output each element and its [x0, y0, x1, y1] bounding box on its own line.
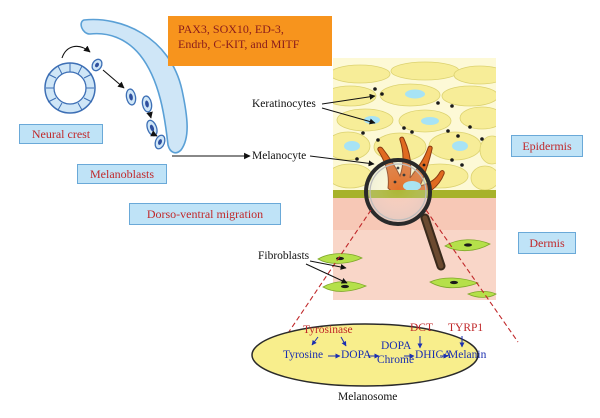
enzyme-tyrosinase: Tyrosinase: [303, 324, 353, 336]
enzyme-tyrp1: TYRP1: [448, 322, 484, 334]
dorso-ventral-label: Dorso-ventral migration: [129, 203, 281, 225]
factors-line-1: PAX3, SOX10, ED-3,: [178, 22, 284, 36]
melanosome-label: Melanosome: [338, 391, 398, 403]
epidermis-label: Epidermis: [511, 135, 583, 157]
keratinocytes-label: Keratinocytes: [252, 98, 316, 110]
factors-line-2: Endrb, C-KIT, and MITF: [178, 37, 300, 51]
epidermis-layer: [333, 58, 496, 190]
label-arrows: [305, 93, 376, 284]
fibroblasts-label: Fibroblasts: [258, 250, 310, 262]
melanin-label: Melanin: [448, 349, 487, 361]
dopa-label: DOPA: [341, 349, 372, 361]
dopachrome-label-bottom: Chrome: [377, 354, 415, 366]
dermis-label: Dermis: [518, 232, 576, 254]
zoom-lines: [279, 209, 519, 346]
magnifier-icon: [364, 158, 446, 271]
melanocyte-label: Melanocyte: [252, 150, 307, 162]
migration-arrows: [61, 45, 251, 160]
melanoblasts-label: Melanoblasts: [77, 164, 167, 184]
tyrosine-label: Tyrosine: [283, 349, 324, 361]
melanosome-shape: [251, 323, 479, 387]
neural-crest-structure: [44, 62, 96, 114]
neural-crest-label: Neural crest: [19, 124, 103, 144]
dhica-label: DHICA: [415, 349, 452, 361]
pathway-arrows: [311, 336, 465, 359]
transcription-factors-box: PAX3, SOX10, ED-3, Endrb, C-KIT, and MIT…: [168, 16, 332, 66]
enzyme-dct: DCT: [410, 322, 433, 334]
dopachrome-label-top: DOPA: [381, 340, 412, 352]
